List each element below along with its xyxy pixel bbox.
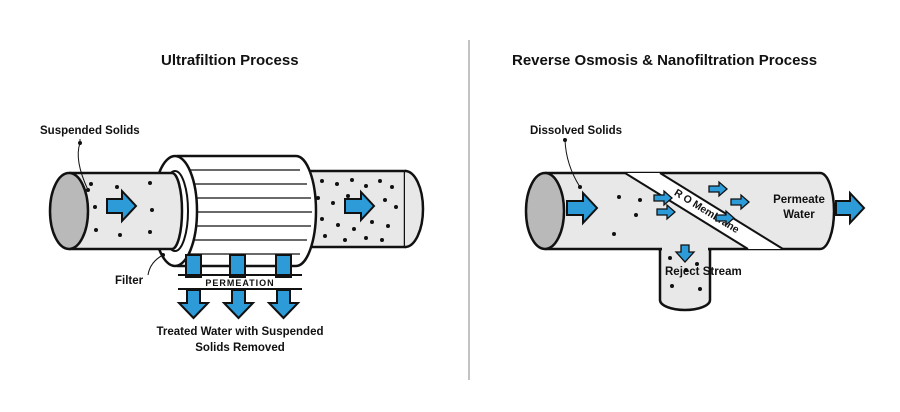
reverse-osmosis-title: Reverse Osmosis & Nanofiltration Process — [512, 52, 818, 69]
permeation-label: PERMEATION — [205, 278, 274, 288]
filter-leader — [147, 254, 164, 276]
permeate-water-label-line2: Water — [783, 209, 815, 221]
permeate-outlet-arrow — [835, 190, 866, 226]
outlet-flow-arrow — [344, 189, 376, 223]
inlet-flow-arrow — [106, 188, 138, 224]
permeation-spouts — [185, 254, 292, 278]
reject-pipe — [658, 240, 712, 312]
treated-water-label-line1: Treated Water with Suspended — [156, 326, 324, 338]
permeate-water-label-line1: Permeate — [773, 194, 825, 206]
dissolved-solids — [612, 195, 702, 291]
reverse-osmosis-diagram: R O Membrane — [524, 138, 866, 312]
ro-inlet-arrow — [566, 190, 599, 226]
filter-label: Filter — [115, 275, 144, 287]
outlet-suspended-solids — [310, 178, 398, 242]
ultrafiltration-diagram: PERMEATION — [48, 139, 425, 320]
dissolved-solids-label: Dissolved Solids — [530, 125, 623, 137]
inlet-pipe-end — [48, 171, 90, 251]
suspended-solids-leader — [77, 142, 89, 191]
treated-water-label-line2: Solids Removed — [195, 342, 285, 354]
inlet-suspended-solids — [89, 181, 154, 237]
main-pipe-end — [524, 171, 566, 251]
reject-stream-label: Reject Stream — [665, 266, 742, 278]
ro-flow-arrows — [653, 180, 750, 227]
reject-flow-arrow — [674, 244, 696, 263]
suspended-solids-label: Suspended Solids — [40, 125, 140, 137]
treated-water-arrows — [176, 289, 301, 320]
ultrafiltration-title: Ultrafiltion Process — [161, 52, 299, 69]
dissolved-solids-leader — [564, 139, 581, 188]
